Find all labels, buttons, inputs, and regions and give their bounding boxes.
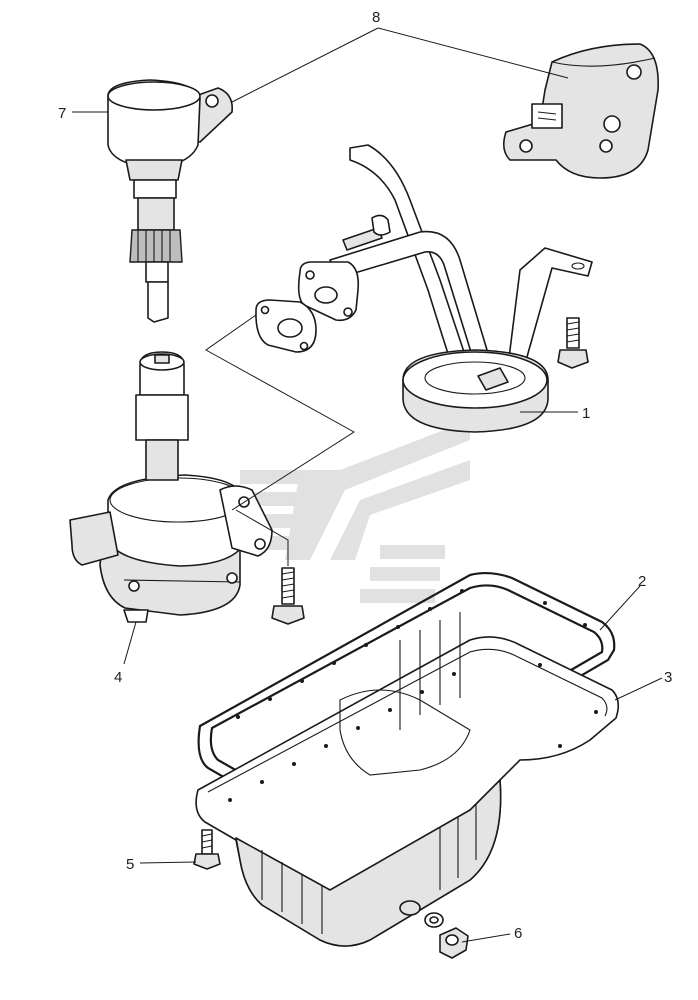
pickup-gasket — [255, 299, 317, 353]
callout-3: 3 — [664, 669, 672, 686]
leader-lines — [72, 27, 663, 943]
callout-6: 6 — [514, 925, 522, 942]
callout-8: 8 — [372, 9, 380, 26]
watermark-logo — [240, 420, 470, 603]
part-6-drain-plug — [424, 912, 469, 959]
callout-7: 7 — [58, 105, 66, 122]
part-4-oil-pump — [69, 351, 273, 623]
callout-5: 5 — [126, 856, 134, 873]
part-1-oil-strainer — [402, 349, 549, 433]
part-8-sensor — [502, 43, 659, 179]
part-5-pan-bolt — [193, 829, 221, 870]
callout-4: 4 — [114, 669, 122, 686]
part-3-oil-pan — [195, 612, 620, 947]
part-7-distributor-drive — [107, 79, 234, 323]
callout-2: 2 — [638, 573, 646, 590]
bolt-pump — [271, 567, 305, 625]
oil-pickup-tube — [297, 144, 593, 376]
pan-flange-bolt-holes — [228, 663, 598, 802]
callout-1: 1 — [582, 405, 590, 422]
bolt-pickup-bracket — [557, 317, 589, 369]
